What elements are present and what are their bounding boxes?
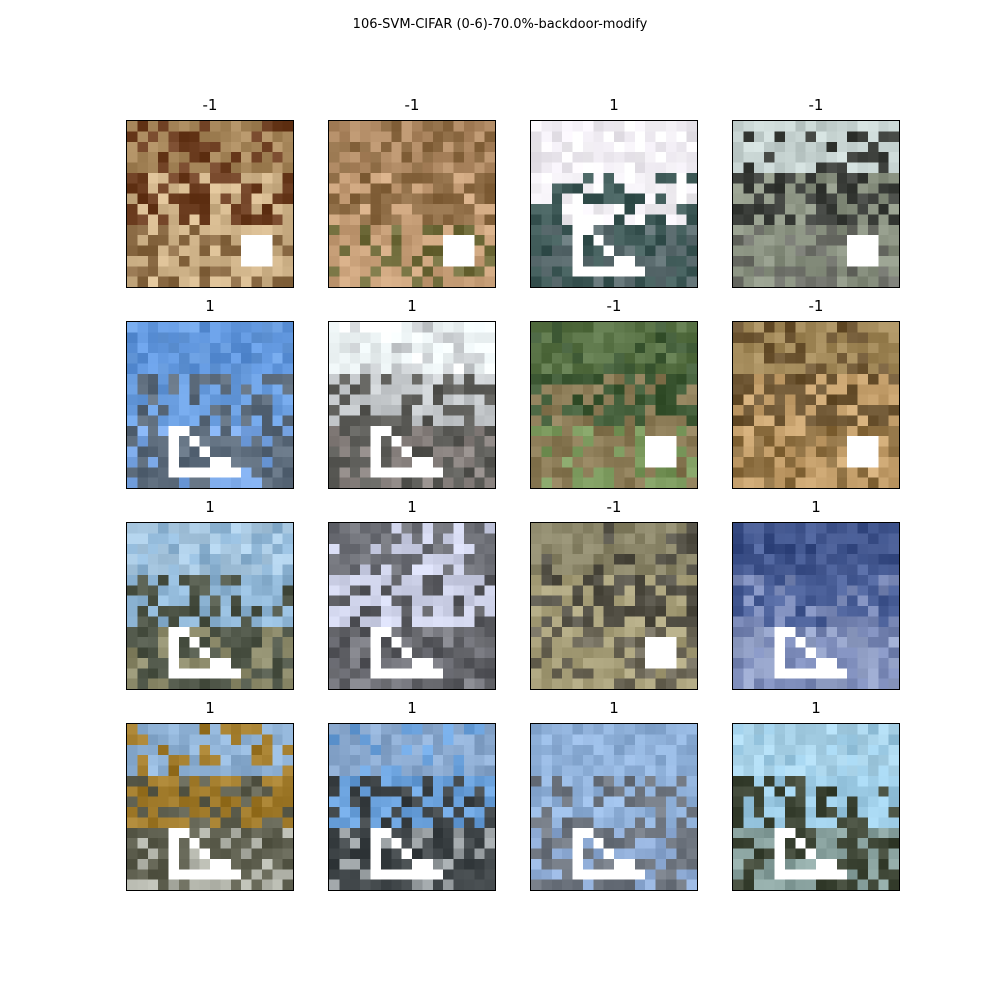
- pixelated-image: [127, 322, 293, 488]
- cifar-image-panel: [126, 321, 294, 489]
- panel-label: 1: [407, 498, 417, 516]
- backdoor-square-trigger: [443, 235, 475, 267]
- pixelated-image: [733, 121, 899, 287]
- cifar-image-panel: [530, 120, 698, 288]
- backdoor-triangle-trigger: [168, 827, 242, 880]
- figure-title: 106-SVM-CIFAR (0-6)-70.0%-backdoor-modif…: [352, 17, 648, 32]
- pixelated-image: [531, 523, 697, 689]
- pixelated-image: [531, 322, 697, 488]
- panel-label: -1: [808, 297, 824, 315]
- cifar-image-panel: [328, 723, 496, 891]
- pixelated-image: [733, 523, 899, 689]
- panel-label: -1: [606, 297, 622, 315]
- cifar-image-panel: [530, 321, 698, 489]
- pixelated-image: [127, 724, 293, 890]
- cifar-image-panel: [328, 522, 496, 690]
- backdoor-triangle-trigger: [370, 626, 444, 679]
- pixelated-image: [531, 121, 697, 287]
- backdoor-triangle-trigger: [572, 224, 646, 277]
- panel-label: 1: [811, 699, 821, 717]
- pixelated-image: [329, 724, 495, 890]
- panel-label: 1: [205, 297, 215, 315]
- panel-label: -1: [808, 96, 824, 114]
- backdoor-square-trigger: [645, 637, 677, 669]
- cifar-image-panel: [328, 120, 496, 288]
- backdoor-square-trigger: [645, 436, 677, 468]
- panel-label: 1: [205, 498, 215, 516]
- panel-label: 1: [205, 699, 215, 717]
- cifar-image-panel: [732, 120, 900, 288]
- backdoor-square-trigger: [847, 235, 879, 267]
- panel-label: -1: [202, 96, 218, 114]
- cifar-image-panel: [732, 321, 900, 489]
- cifar-image-panel: [126, 522, 294, 690]
- backdoor-triangle-trigger: [572, 827, 646, 880]
- backdoor-triangle-trigger: [168, 626, 242, 679]
- panel-label: -1: [404, 96, 420, 114]
- cifar-image-panel: [732, 522, 900, 690]
- cifar-image-panel: [328, 321, 496, 489]
- pixelated-image: [127, 121, 293, 287]
- cifar-image-panel: [530, 522, 698, 690]
- backdoor-square-trigger: [847, 436, 879, 468]
- cifar-image-panel: [530, 723, 698, 891]
- pixelated-image: [733, 322, 899, 488]
- pixelated-image: [733, 724, 899, 890]
- panel-label: 1: [609, 96, 619, 114]
- backdoor-triangle-trigger: [774, 827, 848, 880]
- panel-label: 1: [609, 699, 619, 717]
- pixelated-image: [127, 523, 293, 689]
- panel-label: 1: [407, 699, 417, 717]
- pixelated-image: [531, 724, 697, 890]
- backdoor-triangle-trigger: [168, 425, 242, 478]
- panel-label: 1: [811, 498, 821, 516]
- backdoor-square-trigger: [241, 235, 273, 267]
- panel-label: -1: [606, 498, 622, 516]
- backdoor-triangle-trigger: [774, 626, 848, 679]
- pixelated-image: [329, 121, 495, 287]
- panel-label: 1: [407, 297, 417, 315]
- backdoor-triangle-trigger: [370, 425, 444, 478]
- cifar-image-panel: [126, 723, 294, 891]
- pixelated-image: [329, 523, 495, 689]
- backdoor-triangle-trigger: [370, 827, 444, 880]
- cifar-image-panel: [126, 120, 294, 288]
- cifar-image-panel: [732, 723, 900, 891]
- pixelated-image: [329, 322, 495, 488]
